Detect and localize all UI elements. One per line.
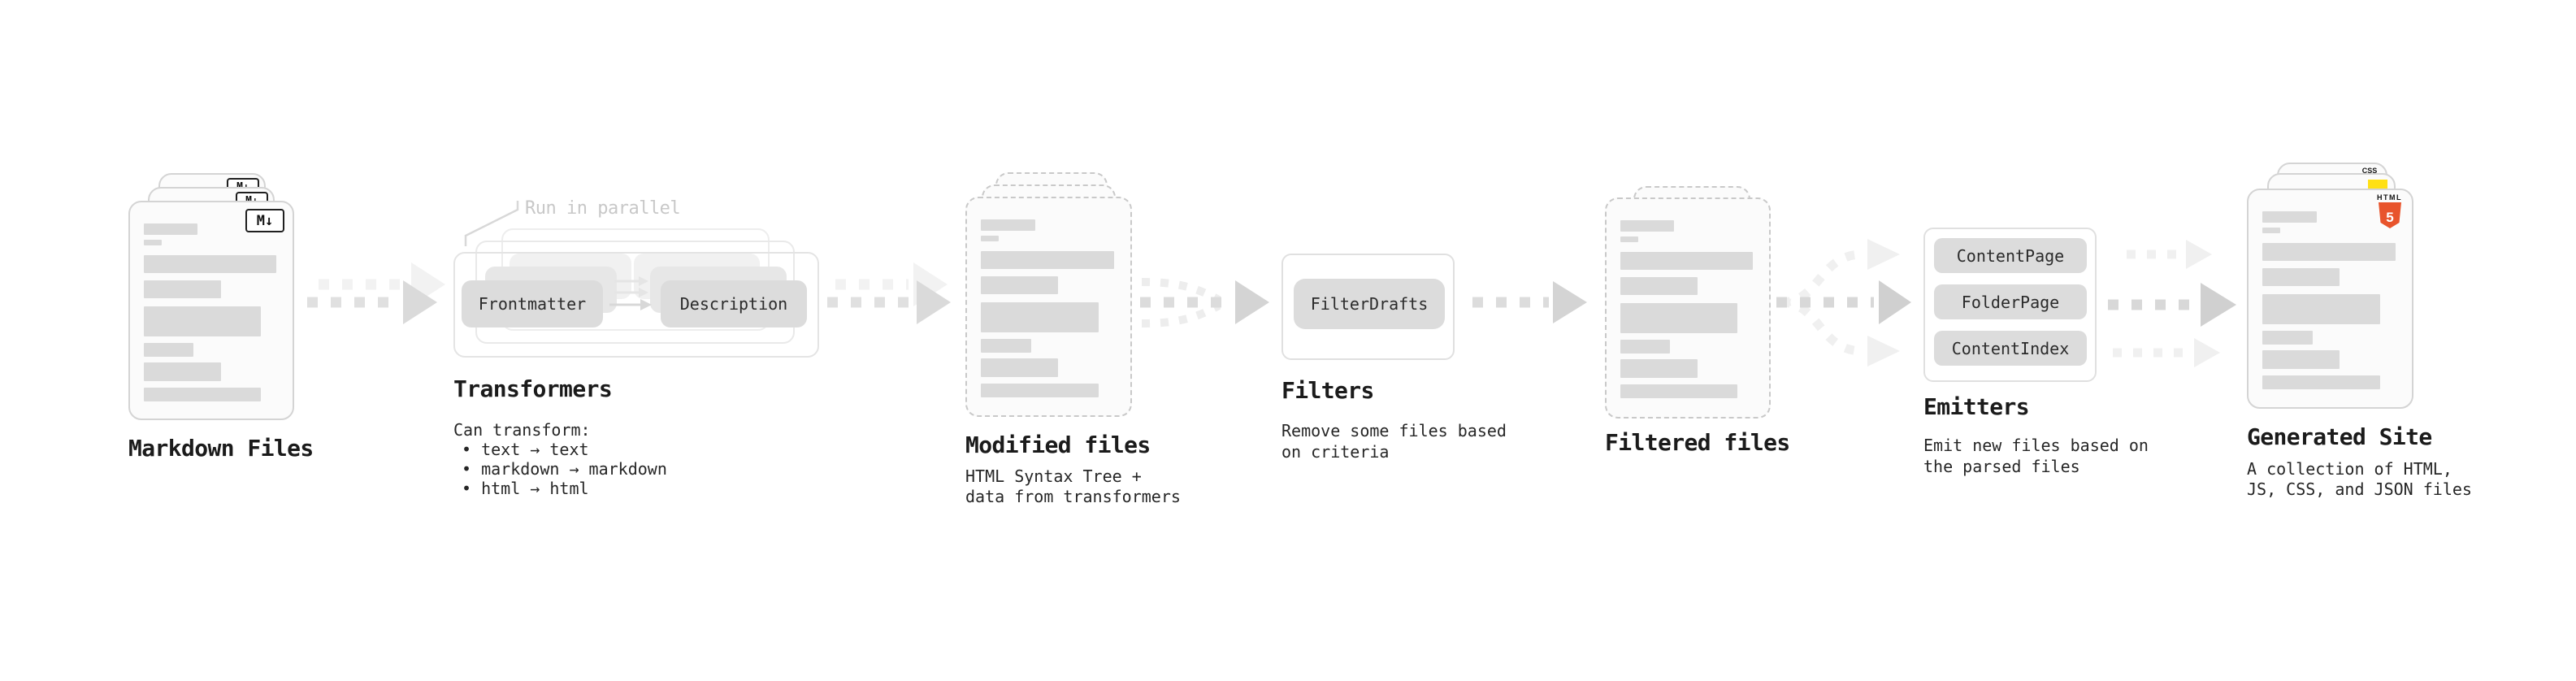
content-line — [2262, 331, 2313, 345]
note-line: Emit new files based on — [1923, 436, 2149, 455]
content-line — [144, 223, 198, 235]
content-line — [1620, 384, 1738, 398]
content-line — [144, 240, 162, 245]
arrow-transformers-to-modified — [827, 280, 951, 324]
content-line — [981, 339, 1031, 353]
note-line: JS, CSS, and JSON files — [2247, 479, 2472, 499]
content-line — [2262, 350, 2340, 369]
content-line — [2262, 243, 2396, 261]
content-line — [981, 358, 1059, 377]
content-line — [2262, 294, 2381, 324]
modified-files-note: HTML Syntax Tree + data from transformer… — [965, 466, 1181, 507]
content-line — [981, 302, 1099, 332]
run-in-parallel-annotation: Run in parallel — [525, 198, 681, 219]
arrow-filtered-to-emitters — [1776, 239, 1911, 367]
node-contentindex: ContentIndex — [1934, 331, 2087, 366]
note-line: A collection of HTML, — [2247, 459, 2452, 479]
content-line — [981, 236, 999, 241]
content-line — [1620, 340, 1671, 354]
content-line — [144, 343, 194, 357]
emitters-note: Emit new files based on the parsed files — [1923, 435, 2149, 477]
arrow-markdown-to-transformers — [307, 280, 437, 324]
content-line — [981, 276, 1059, 294]
note-bullet: • markdown → markdown — [462, 459, 667, 479]
markdown-files-label: Markdown Files — [128, 435, 314, 462]
file-content-placeholder — [2249, 190, 2412, 389]
content-line — [2262, 268, 2340, 286]
arrow-markdown-to-transformers-ghost — [319, 262, 445, 306]
note-line: on criteria — [1281, 442, 1390, 462]
content-line — [144, 280, 221, 298]
note-line: HTML Syntax Tree + — [965, 466, 1142, 486]
content-line — [1620, 252, 1753, 270]
content-line — [144, 255, 276, 273]
note-bullet: • html → html — [462, 479, 589, 498]
modified-files-label: Modified files — [965, 432, 1151, 458]
content-line — [981, 219, 1035, 231]
content-line — [1620, 236, 1638, 242]
html5-icon: HTML 5 — [2377, 194, 2402, 228]
node-frontmatter: Frontmatter — [462, 280, 603, 327]
arrow-emitters-to-site — [2108, 240, 2236, 367]
content-line — [2262, 375, 2381, 389]
site-file-card-front: HTML 5 — [2247, 189, 2413, 409]
file-content-placeholder — [1607, 199, 1769, 398]
note-line: Remove some files based — [1281, 421, 1507, 440]
node-folderpage: FolderPage — [1934, 284, 2087, 319]
html5-shield: 5 — [2378, 202, 2401, 228]
arrow-filters-to-filtered — [1472, 281, 1587, 323]
content-line — [1620, 220, 1675, 232]
content-line — [981, 384, 1099, 397]
filters-heading: Filters — [1281, 377, 1374, 404]
transformers-heading: Transformers — [453, 375, 613, 402]
file-content-placeholder — [967, 198, 1130, 397]
content-line — [1620, 359, 1698, 378]
content-line — [2262, 228, 2280, 233]
note-bullet: • text → text — [462, 440, 589, 459]
note-line: data from transformers — [965, 487, 1181, 506]
svg-text:5: 5 — [2386, 210, 2393, 225]
node-contentpage: ContentPage — [1934, 238, 2087, 273]
css-icon-text: CSS — [2361, 167, 2378, 175]
emitters-heading: Emitters — [1923, 393, 2030, 420]
content-line — [2262, 211, 2317, 223]
node-filterdrafts: FilterDrafts — [1294, 279, 1445, 329]
content-line — [144, 388, 262, 401]
generated-site-label: Generated Site — [2247, 423, 2432, 450]
arrow-modified-to-filters — [1140, 278, 1269, 327]
transformer-frame-front — [453, 252, 819, 358]
js-icon — [2368, 180, 2387, 190]
filters-note: Remove some files based on criteria — [1281, 420, 1507, 462]
content-line — [981, 251, 1114, 269]
content-line — [144, 306, 262, 336]
markdown-file-card-front: M↓ — [128, 201, 294, 420]
markdown-icon: M↓ — [245, 209, 284, 232]
filtered-files-label: Filtered files — [1605, 429, 1790, 456]
modified-file-card-front — [965, 197, 1132, 417]
node-description: Description — [661, 280, 807, 327]
generated-site-note: A collection of HTML, JS, CSS, and JSON … — [2247, 459, 2472, 500]
note-line: the parsed files — [1923, 457, 2080, 476]
file-content-placeholder — [130, 202, 293, 401]
note-title: Can transform: — [453, 420, 591, 440]
transformers-note: Can transform: • text → text • markdown … — [453, 420, 667, 498]
content-line — [1620, 303, 1738, 333]
arrow-transformers-to-modified-ghost — [835, 262, 948, 306]
filtered-file-card-front — [1605, 197, 1771, 419]
content-line — [1620, 277, 1698, 295]
html5-icon-text: HTML — [2377, 193, 2402, 202]
content-line — [144, 362, 221, 381]
